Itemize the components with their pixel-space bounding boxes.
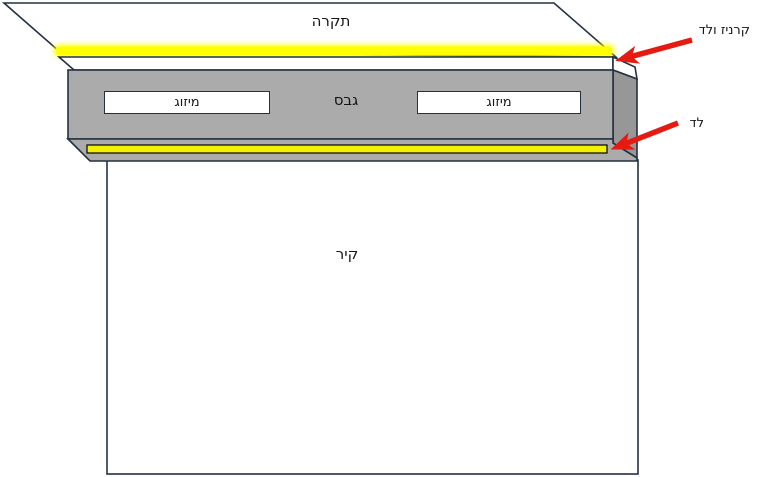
cornice-lip-shape <box>56 56 614 71</box>
ac-box-right: מיזוג <box>417 91 581 114</box>
wall-shape <box>106 159 639 475</box>
ac-box-right-label: מיזוג <box>486 95 512 110</box>
led-arrow <box>610 120 680 150</box>
led-strip-bottom <box>86 144 608 154</box>
ac-box-left-label: מיזוג <box>174 95 200 110</box>
ac-box-left: מיזוג <box>104 91 270 114</box>
cornice-led-arrow <box>615 37 693 64</box>
led-strip-top <box>56 46 612 56</box>
